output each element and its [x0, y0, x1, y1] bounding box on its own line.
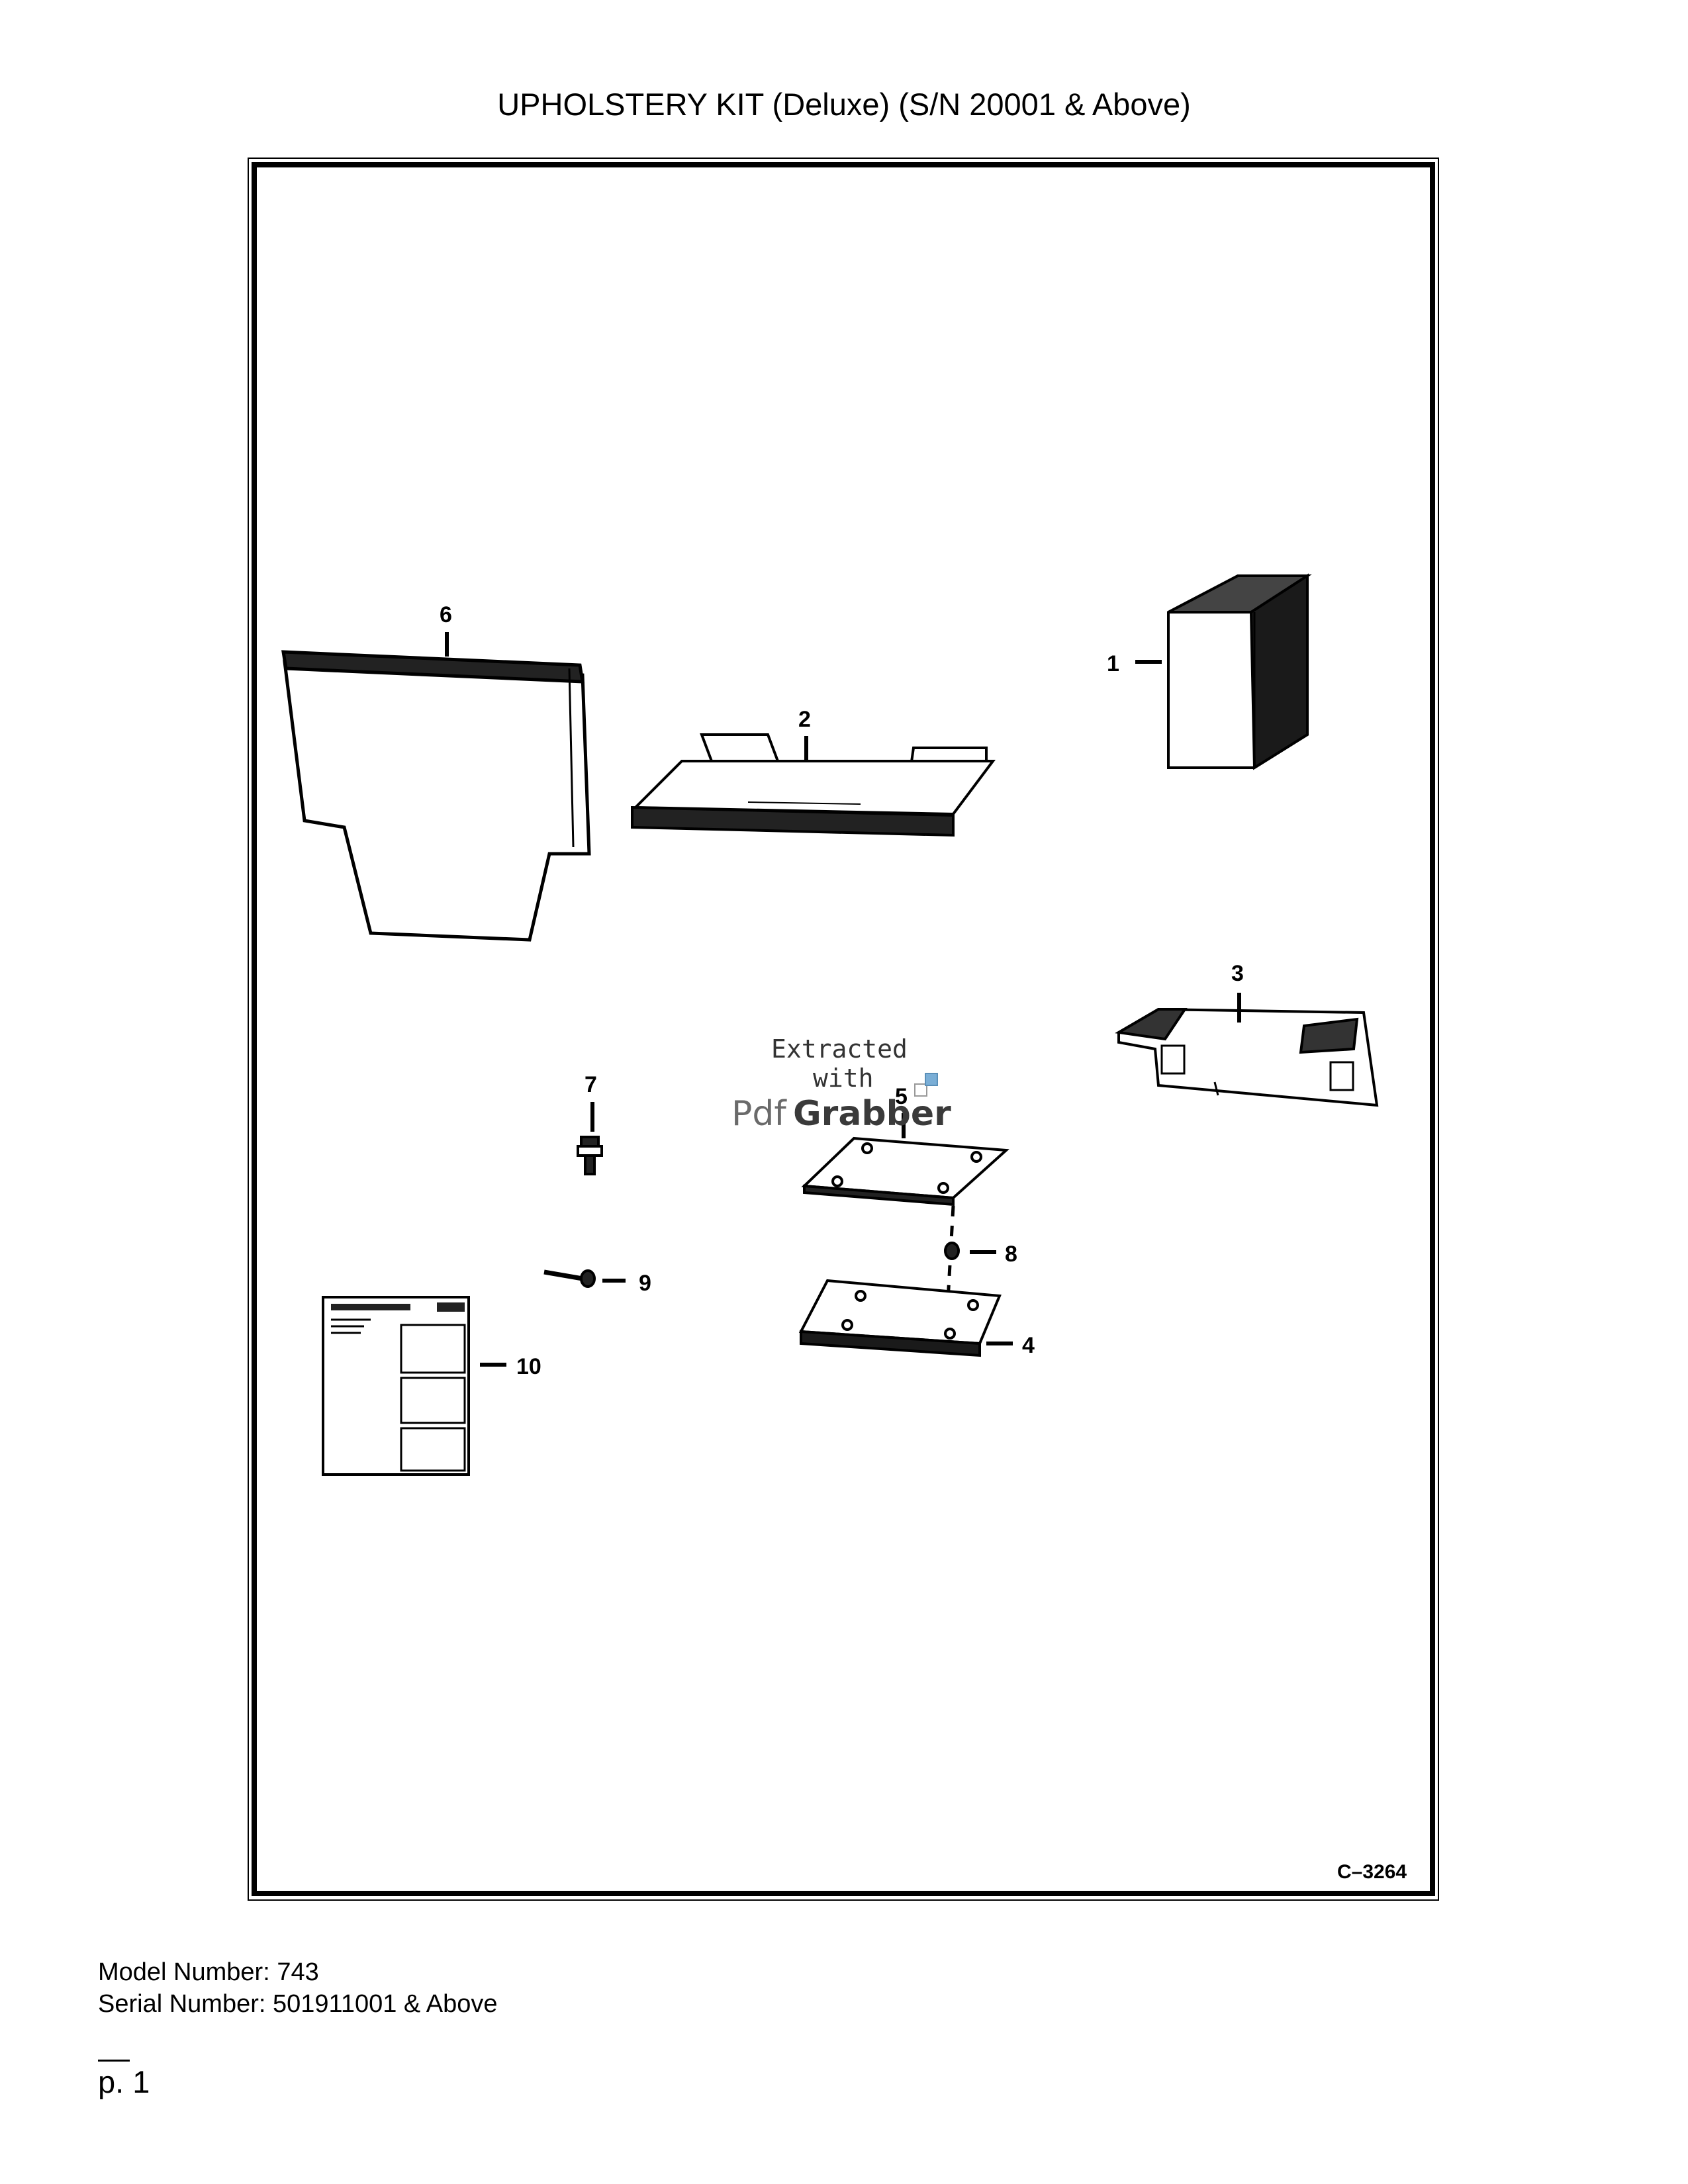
part-8-nut	[944, 1242, 960, 1260]
watermark-brand-grabber: Grabber	[793, 1094, 951, 1134]
callout-9-label: 9	[639, 1271, 651, 1296]
part-10-instruction-sheet	[322, 1296, 470, 1476]
part-2-seat-cushion	[631, 733, 996, 837]
callout-8-label: 8	[1005, 1242, 1017, 1267]
part-9-bolt	[543, 1269, 596, 1288]
watermark-brand-pdf: Pdf	[731, 1094, 787, 1134]
part-3-lower-front-panel	[1115, 1007, 1379, 1107]
drawing-code: C–3264	[1337, 1861, 1407, 1883]
part-1-foam-block	[1167, 573, 1312, 770]
part-7-screw	[577, 1136, 603, 1175]
page-title: UPHOLSTERY KIT (Deluxe) (S/N 20001 & Abo…	[497, 87, 1191, 122]
diagram-frame-outer	[248, 158, 1439, 1901]
watermark-logo-icon	[914, 1073, 938, 1097]
callout-5-label: 5	[895, 1084, 908, 1109]
callout-6-label: 6	[440, 602, 452, 627]
callout-10-label: 10	[516, 1354, 541, 1379]
serial-number: Serial Number: 501911001 & Above	[98, 1990, 498, 2018]
exploded-parts-diagram: 6 2 1 3 5	[281, 573, 1407, 1883]
page-number: p. 1	[98, 2064, 150, 2099]
part-6-back-panel	[281, 650, 591, 942]
callout-2-label: 2	[798, 707, 811, 732]
watermark-with-text: with	[813, 1064, 874, 1093]
footer-rule	[98, 2060, 130, 2062]
callout-7-label: 7	[585, 1072, 597, 1097]
callout-1-label: 1	[1107, 651, 1119, 676]
callout-4-label: 4	[1022, 1333, 1035, 1358]
watermark-extracted-text: Extracted	[771, 1034, 908, 1064]
callout-3-label: 3	[1231, 961, 1244, 986]
part-5-mounting-plate	[801, 1136, 1009, 1206]
model-number: Model Number: 743	[98, 1958, 319, 1986]
document-metadata: Model Number: 743 Serial Number: 5019110…	[98, 1956, 497, 2020]
diagram-frame	[252, 162, 1435, 1896]
part-4-base-plate	[798, 1279, 1002, 1357]
